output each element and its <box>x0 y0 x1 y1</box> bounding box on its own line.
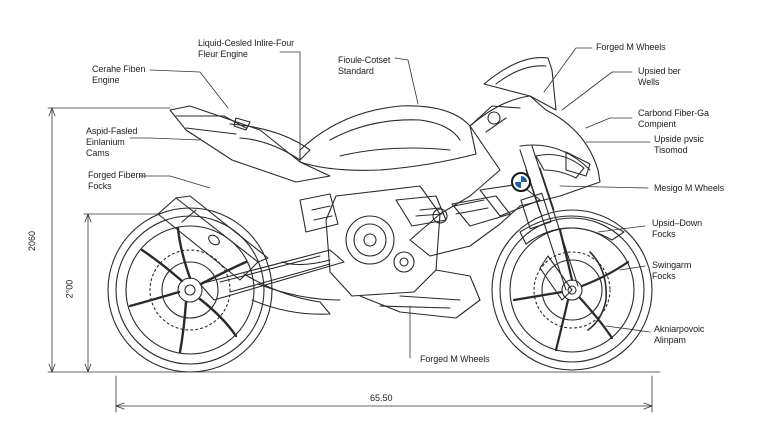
label-forged-wheels-bottom: Forged M Wheels <box>420 354 490 364</box>
label-swingarm-forks: Swingarm Focks <box>652 260 692 281</box>
engine <box>281 185 448 297</box>
roundel-logo-icon <box>511 172 531 192</box>
dimension-overall-length: 65.50 <box>370 393 393 403</box>
label-mesigo-wheels: Mesigo M Wheels <box>654 183 725 193</box>
label-carbon-fiber-engine: Cerahe Fiben Engine <box>92 64 146 85</box>
label-forged-forks: Forged Fiberm Focks <box>88 170 146 191</box>
label-inline-four-engine: Liquid-Cesled Inlire-Four Fleur Engine <box>198 38 295 59</box>
exhaust <box>157 195 341 315</box>
front-fork <box>519 145 579 301</box>
label-akniarpovoic: Akniarpovoic Alinpam <box>654 324 705 345</box>
dimension-seat-height: 2°00 <box>64 279 75 299</box>
swingarm <box>199 249 345 301</box>
label-titanium-cams: Aspid-Fasled Einlanium Cams <box>86 126 138 158</box>
label-upside-wells: Upsied ber Wells <box>638 66 681 87</box>
label-forged-wheels-top: Forged M Wheels <box>596 42 666 52</box>
label-carbon-fiber-component: Carbond Fiber-Ga Compient <box>638 108 709 129</box>
label-upside-tisomod: Upside pvsic Tisomod <box>654 134 704 155</box>
bodywork <box>169 56 601 319</box>
leader-lines <box>129 47 651 359</box>
label-finish-standard: Fioule-Cotset Standard <box>338 55 391 76</box>
dimension-overall-height: 2060 <box>27 230 38 252</box>
label-upside-down-forks: Upsid–Down Focks <box>652 218 703 239</box>
dimension-lines <box>47 107 661 413</box>
front-fender <box>519 215 625 245</box>
